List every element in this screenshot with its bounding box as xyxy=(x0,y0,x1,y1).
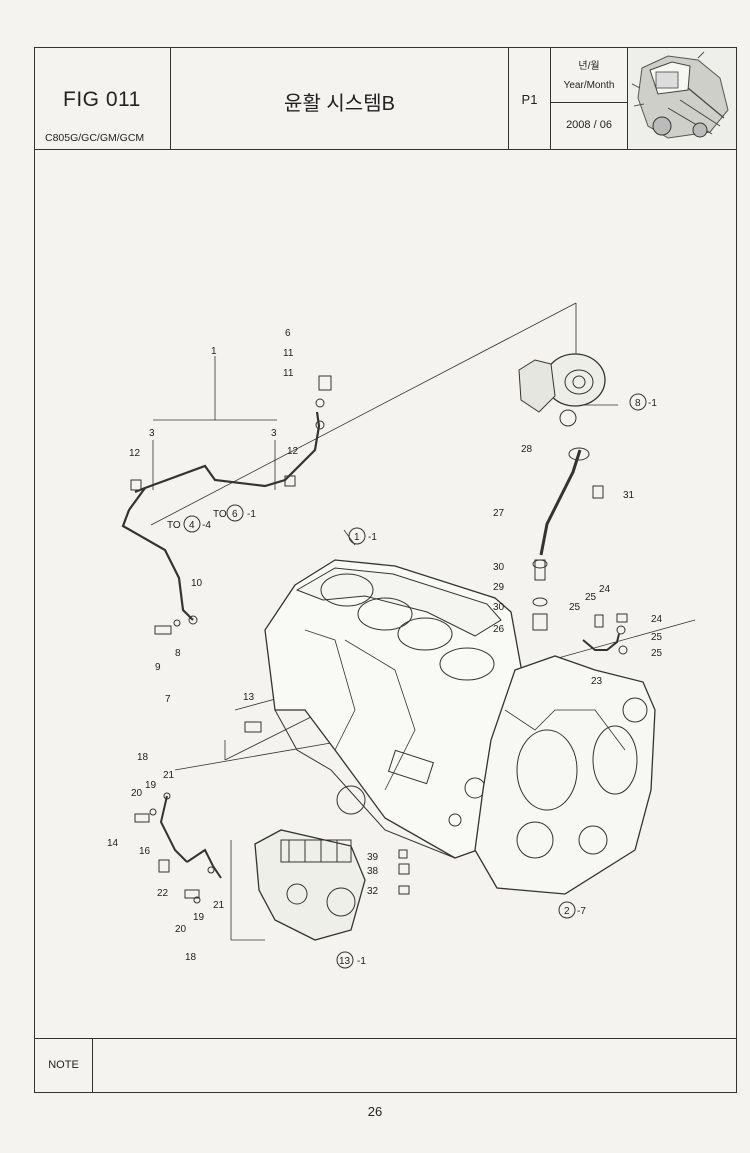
callout-3-left: 3 xyxy=(149,428,155,439)
harvester-illustration xyxy=(628,48,736,148)
fig-cell: FIG 011 C805G/GC/GM/GCM xyxy=(35,48,171,149)
page-title: 윤활 시스템B xyxy=(284,93,395,115)
to-6-suffix: -1 xyxy=(247,509,256,520)
callout-30-bottom: 30 xyxy=(493,602,505,613)
callout-24-top: 24 xyxy=(599,584,611,595)
fig-number: FIG 011 xyxy=(63,88,141,111)
callout-8-suffix: -1 xyxy=(648,398,657,409)
to-4-suffix: -4 xyxy=(202,520,211,531)
callout-29: 29 xyxy=(493,582,505,593)
page-code: P1 xyxy=(521,92,538,107)
callout-14: 14 xyxy=(107,838,119,849)
date-value: 2008 / 06 xyxy=(566,119,612,131)
callout-1: 1 xyxy=(211,346,217,357)
date-cell: 년/월 Year/Month 2008 / 06 xyxy=(551,48,628,149)
callout-38: 38 xyxy=(367,866,379,877)
note-label: NOTE xyxy=(35,1039,93,1092)
callout-19-top: 19 xyxy=(145,780,157,791)
callout-18-top: 18 xyxy=(137,752,149,763)
to-6-number: 6 xyxy=(232,509,238,520)
model-codes: C805G/GC/GM/GCM xyxy=(45,132,145,144)
title-cell: 윤활 시스템B xyxy=(171,48,509,149)
callout-30-top: 30 xyxy=(493,562,505,573)
to-4-label: TO xyxy=(167,520,181,531)
callout-8-small: 8 xyxy=(175,648,181,659)
callout-27: 27 xyxy=(493,508,505,519)
callout-25-mid: 25 xyxy=(585,592,597,603)
callout-13b-number: 13 xyxy=(339,956,351,967)
date-label-english: Year/Month xyxy=(563,80,615,91)
callout-12-left: 12 xyxy=(129,448,141,459)
header-table: FIG 011 C805G/GC/GM/GCM 윤활 시스템B P1 년/월 Y… xyxy=(35,48,736,150)
callout-12-right: 12 xyxy=(287,446,299,457)
page-frame: FIG 011 C805G/GC/GM/GCM 윤활 시스템B P1 년/월 Y… xyxy=(34,47,737,1093)
callout-25-left: 25 xyxy=(569,602,581,613)
callout-9: 9 xyxy=(155,662,161,673)
callout-25-right-b: 25 xyxy=(651,648,663,659)
callout-23: 23 xyxy=(591,676,603,687)
page-number: 26 xyxy=(367,1104,383,1119)
callout-6: 6 xyxy=(285,328,291,339)
callout-39: 39 xyxy=(367,852,379,863)
callout-26: 26 xyxy=(493,624,505,635)
callout-20-bottom: 20 xyxy=(175,924,187,935)
date-label-box: 년/월 Year/Month xyxy=(551,48,627,103)
callout-18-bottom: 18 xyxy=(185,952,197,963)
to-6-label: TO xyxy=(213,509,227,520)
callout-1b-number: 1 xyxy=(354,532,360,543)
callout-11-b: 11 xyxy=(283,368,294,379)
callout-20-top: 20 xyxy=(131,788,143,799)
callout-16: 16 xyxy=(139,846,151,857)
page-cell: P1 xyxy=(509,48,551,149)
callout-10: 10 xyxy=(191,578,203,589)
machine-thumbnail xyxy=(628,48,736,149)
lubrication-system-diagram: 1 3 3 6 11 11 12 12 TO 4 -4 TO 6 -1 8 -1… xyxy=(107,302,696,969)
callout-21-bottom: 21 xyxy=(213,900,225,911)
callout-22: 22 xyxy=(157,888,169,899)
note-row: NOTE xyxy=(35,1038,736,1092)
callout-24-right: 24 xyxy=(651,614,663,625)
callout-2-number: 2 xyxy=(564,906,570,917)
callout-21-top: 21 xyxy=(163,770,175,781)
callout-13b-suffix: -1 xyxy=(357,956,366,967)
callout-2-suffix: -7 xyxy=(577,906,586,917)
callout-11-a: 11 xyxy=(283,348,294,359)
callout-7: 7 xyxy=(165,694,171,705)
callout-3-right: 3 xyxy=(271,428,277,439)
callout-32: 32 xyxy=(367,886,379,897)
to-4-number: 4 xyxy=(189,520,195,531)
callout-28: 28 xyxy=(521,444,533,455)
callout-25-right-a: 25 xyxy=(651,632,663,643)
callout-31: 31 xyxy=(623,490,635,501)
callout-13: 13 xyxy=(243,692,255,703)
callout-19-bottom: 19 xyxy=(193,912,205,923)
callout-8-number: 8 xyxy=(635,398,641,409)
callout-1b-suffix: -1 xyxy=(368,532,377,543)
date-label-korean: 년/월 xyxy=(578,61,600,72)
